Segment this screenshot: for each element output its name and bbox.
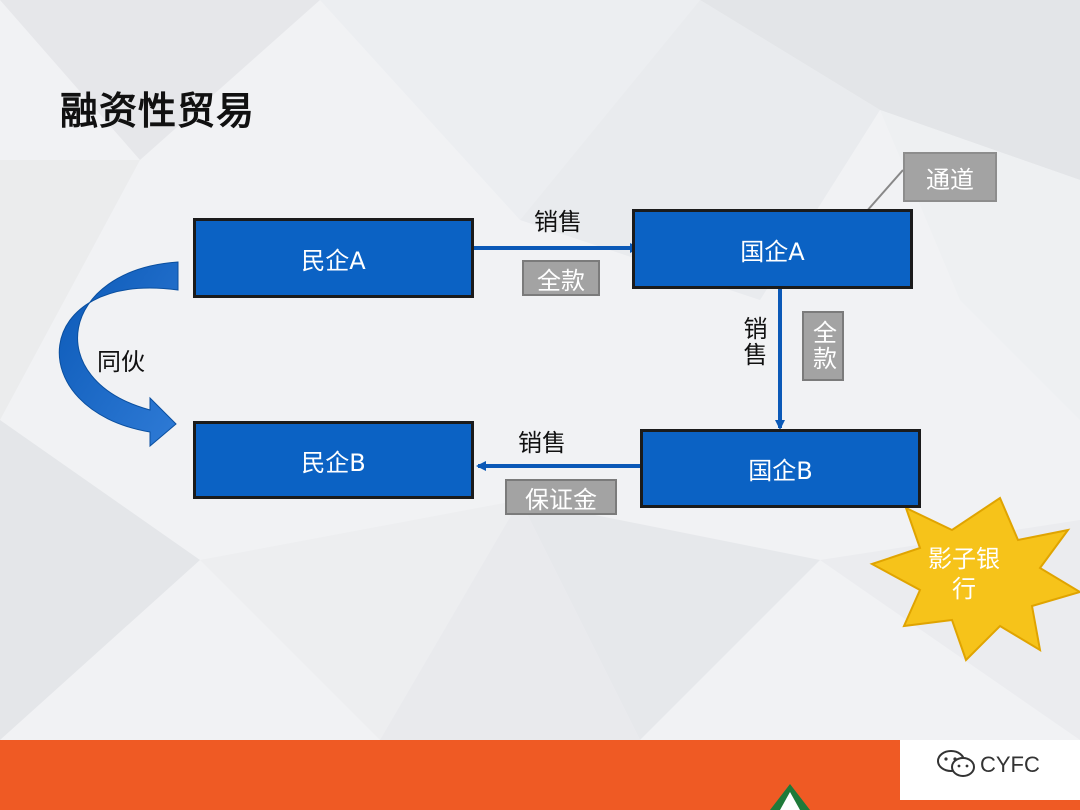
node-minqi-b: 民企B — [193, 421, 474, 499]
label-sale-bottom: 销售 — [518, 429, 566, 457]
footer-logo-icon — [770, 784, 810, 810]
tag-full-payment-right: 全款 — [802, 311, 844, 381]
node-minqi-a-label: 民企A — [301, 246, 366, 275]
footer-brand-area — [900, 740, 1080, 800]
label-same-group: 同伙 — [97, 348, 145, 376]
same-group-curved-arrow — [58, 261, 179, 448]
wechat-icon — [937, 750, 975, 777]
page-title: 融资性贸易 — [60, 89, 256, 133]
shadow-bank-starburst — [869, 496, 1080, 662]
channel-callout-line — [865, 169, 904, 213]
node-minqi-b-label: 民企B — [301, 448, 366, 477]
node-guoqi-a: 国企A — [632, 209, 913, 289]
footer-brand-text: CYFC — [980, 752, 1040, 777]
tag-deposit-bottom: 保证金 — [505, 479, 617, 515]
label-shadow-bank: 影子银行 — [928, 545, 1000, 603]
node-guoqi-b-label: 国企B — [748, 457, 813, 485]
label-sale-right: 销售 — [739, 316, 767, 368]
node-guoqi-b: 国企B — [640, 429, 921, 508]
tag-channel: 通道 — [903, 152, 997, 202]
node-minqi-a: 民企A — [193, 218, 474, 298]
node-guoqi-a-label: 国企A — [740, 237, 805, 266]
tag-full-payment-top: 全款 — [522, 260, 600, 296]
label-sale-top: 销售 — [534, 208, 582, 236]
